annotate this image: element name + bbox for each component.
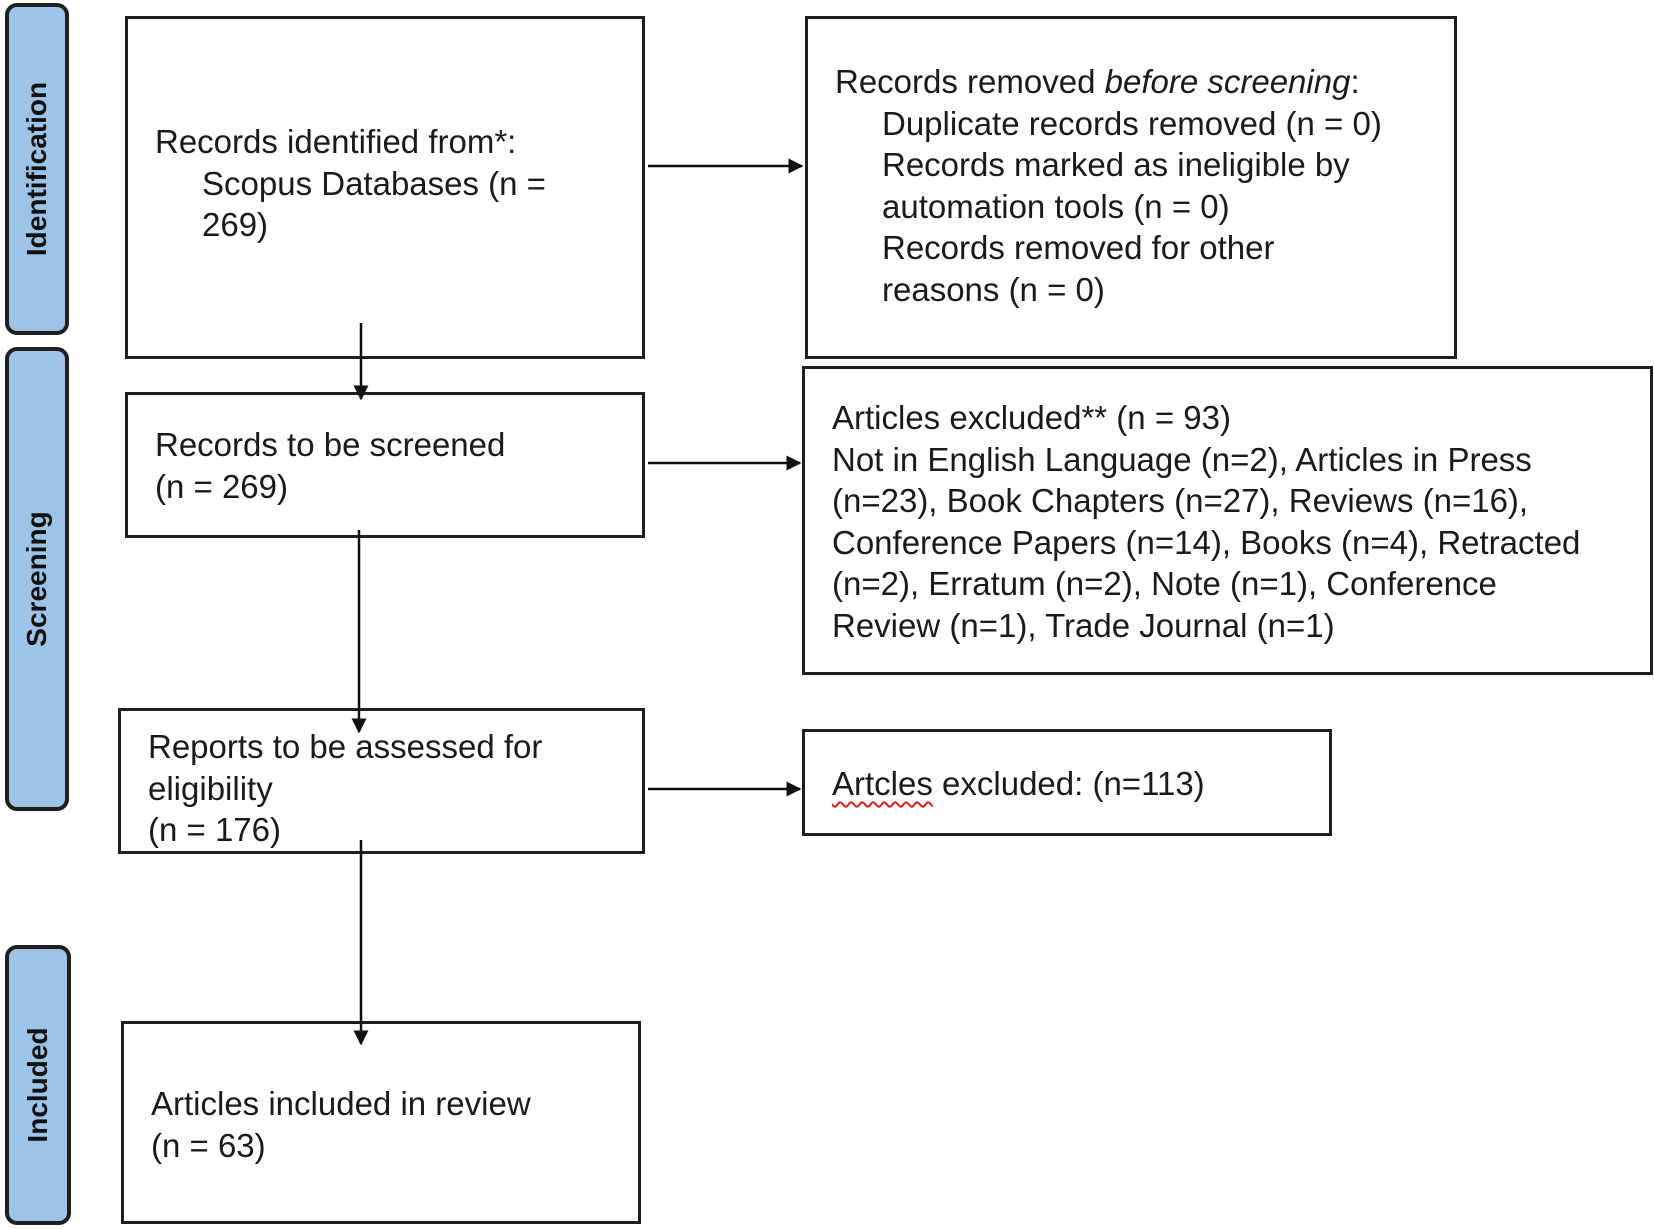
stage-identification: Identification	[5, 3, 69, 335]
excluded-screening-reasons-2: (n=23), Book Chapters (n=27), Reviews (n…	[832, 482, 1529, 519]
reports-assessed-count: (n = 176)	[148, 811, 281, 848]
other-reasons-item-cont: reasons (n = 0)	[882, 270, 1105, 308]
articles-included-count: (n = 63)	[151, 1126, 266, 1164]
duplicate-records-item: Duplicate records removed (n = 0)	[882, 104, 1382, 142]
excluded-screening-reasons-1: Not in English Language (n=2), Articles …	[832, 440, 1532, 478]
articles-excluded-eligibility-box: Artcles excluded: (n=113)	[802, 729, 1332, 836]
before-screening-emphasis: before screening	[1104, 63, 1351, 100]
records-screened-title: Records to be screened	[155, 426, 506, 463]
ineligible-records-item-cont: automation tools (n = 0)	[882, 187, 1230, 225]
records-identified-count: 269)	[202, 206, 269, 243]
reports-assessed-title-cont: eligibility	[148, 769, 273, 807]
articles-included-box: Articles included in review (n = 63)	[121, 1021, 641, 1224]
records-removed-title: Records removed before screening:	[835, 63, 1360, 100]
reports-assessed-box: Reports to be assessed for eligibility (…	[118, 708, 645, 854]
articles-included-title: Articles included in review	[151, 1085, 531, 1122]
records-removed-box: Records removed before screening: Duplic…	[805, 16, 1457, 359]
excluded-screening-reasons-3: Conference Papers (n=14), Books (n=4), R…	[832, 523, 1581, 561]
excluded-eligibility-text: Artcles excluded: (n=113)	[832, 765, 1205, 802]
records-identified-source: Scopus Databases (n =	[202, 164, 546, 202]
records-identified-box: Records identified from*: Scopus Databas…	[125, 16, 645, 359]
other-reasons-item: Records removed for other	[882, 229, 1275, 266]
stage-included: Included	[5, 945, 71, 1225]
ineligible-records-item: Records marked as ineligible by	[882, 146, 1350, 183]
articles-excluded-screening-box: Articles excluded** (n = 93) Not in Engl…	[802, 366, 1653, 675]
excluded-screening-reasons-4: (n=2), Erratum (n=2), Note (n=1), Confer…	[832, 565, 1497, 602]
spellcheck-flagged-word: Artcles	[832, 765, 933, 802]
records-screened-box: Records to be screened (n = 269)	[125, 392, 645, 538]
records-screened-count: (n = 269)	[155, 467, 288, 505]
excluded-screening-reasons-5: Review (n=1), Trade Journal (n=1)	[832, 606, 1335, 644]
stage-screening: Screening	[5, 347, 69, 811]
reports-assessed-title: Reports to be assessed for	[148, 728, 543, 765]
excluded-screening-title: Articles excluded** (n = 93)	[832, 399, 1231, 436]
records-identified-title: Records identified from*:	[155, 123, 517, 160]
